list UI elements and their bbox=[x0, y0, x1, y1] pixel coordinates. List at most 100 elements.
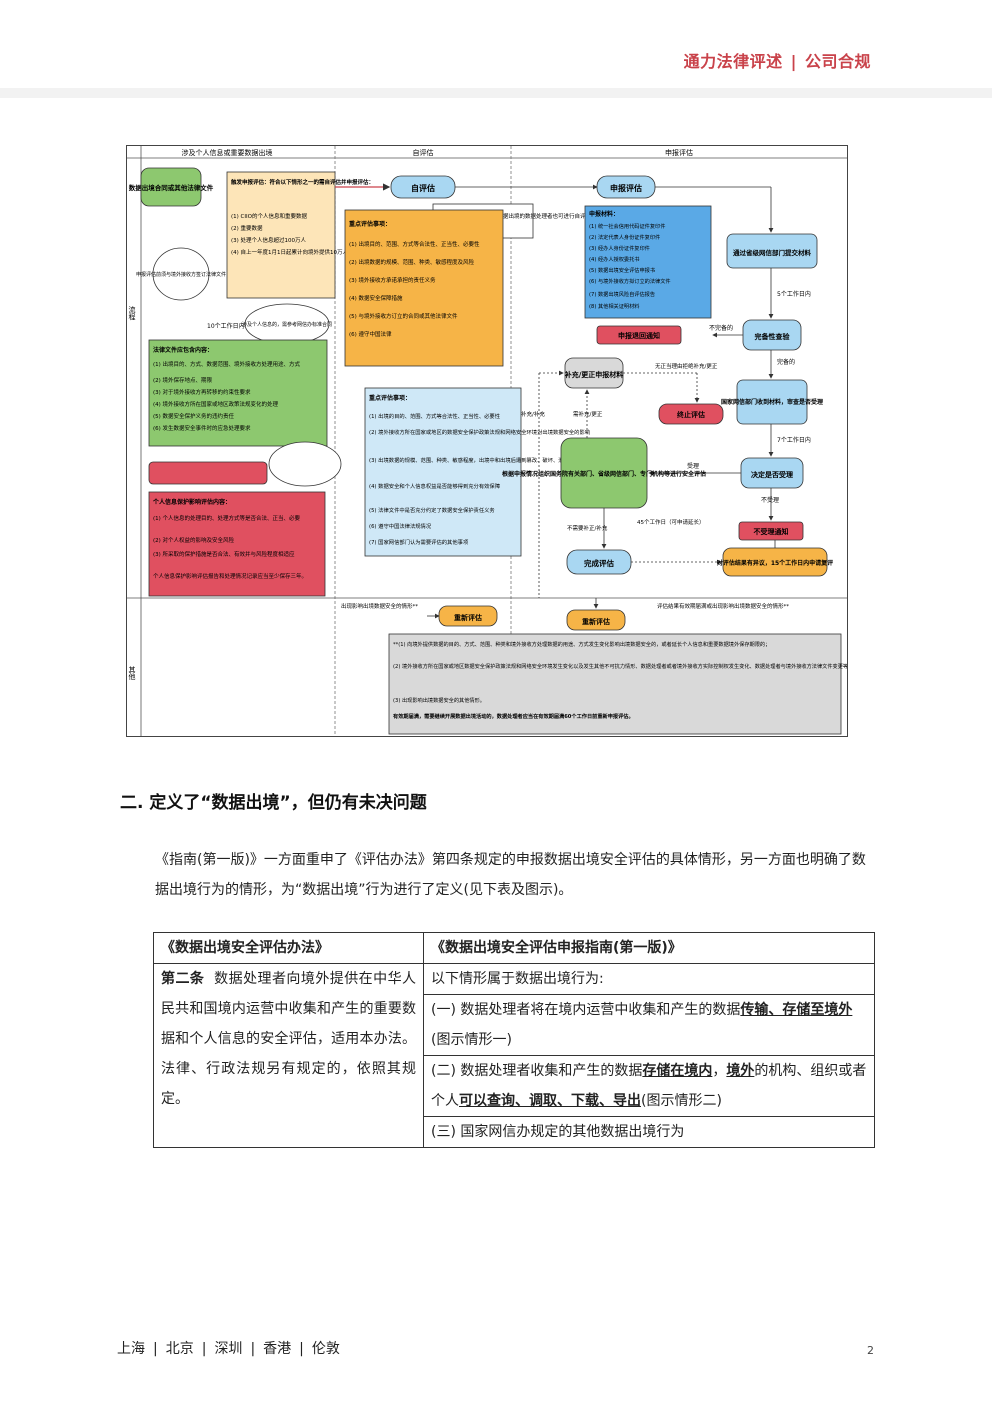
ten-days-label: 10个工作日内 bbox=[207, 322, 245, 330]
focus-box bbox=[344, 209, 504, 367]
return-notice-node bbox=[596, 325, 682, 345]
bubble-pia bbox=[268, 441, 342, 487]
second-eval-box bbox=[364, 387, 522, 557]
focus-item: (1) 出境目的、范围、方式等合法性、正当性、必要性 bbox=[349, 240, 480, 248]
supplement-label: 补充/更正申报材料 bbox=[564, 370, 624, 379]
return-notice-label: 申报退回通知 bbox=[618, 331, 660, 340]
footer-city: 香港 bbox=[263, 1341, 292, 1357]
materials-item: (4) 经办人授权委托书 bbox=[589, 255, 640, 263]
objection-label: 对评估结果有异议，15个工作日内申请复评 bbox=[717, 559, 833, 567]
pia-content-title: 个人信息保护影响评估内容： bbox=[152, 498, 231, 506]
pia-node bbox=[148, 461, 268, 485]
no-supplement-label: 不需要补正/补充 bbox=[567, 524, 608, 532]
terminate-node bbox=[658, 403, 724, 425]
bubble-left-text: 申报评估前须与境外接收方签订法律文件 bbox=[136, 271, 226, 278]
complete-yes-label: 完备的 bbox=[777, 358, 795, 366]
cac-node bbox=[736, 379, 808, 425]
second-eval-item: (6) 遵守中国法律法规情况 bbox=[369, 522, 432, 530]
pia-content-item: (1) 个人信息的处理目的、处理方式等是否合法、正当、必要 bbox=[153, 514, 301, 522]
right-cell: (二) 数据处理者收集和产生的数据存储在境内，境外的机构、组织或者个人可以查询、… bbox=[423, 1055, 875, 1117]
terminate-label: 终止评估 bbox=[677, 410, 705, 419]
trigger-item: (1) CIIO的个人信息和重要数据 bbox=[231, 212, 307, 220]
decide-label: 决定是否受理 bbox=[751, 470, 793, 479]
trigger-item: (2) 重要数据 bbox=[231, 224, 263, 232]
materials-title: 申报材料： bbox=[589, 210, 619, 218]
col-header-2: 自评估 bbox=[413, 148, 434, 157]
cell-emphasis: 存储在境内 bbox=[642, 1063, 713, 1079]
second-eval-item: (1) 出境的目的、范围、方式等合法性、正当性、必要性 bbox=[369, 412, 501, 420]
contract-content-item: (3) 对于境外接收方再转移的约束性要求 bbox=[153, 388, 251, 396]
cell-text: ， bbox=[712, 1063, 727, 1079]
contract-node bbox=[140, 167, 202, 207]
right-cell: (三) 国家网信办规定的其他数据出境行为 bbox=[423, 1116, 875, 1148]
not-accept-notice-label: 不受理通知 bbox=[754, 527, 789, 536]
materials-item: (8) 其他相关证明材料 bbox=[589, 302, 640, 310]
footer-city: 上海 bbox=[117, 1341, 145, 1357]
section-title: 二. 定义了“数据出境”，但仍有未决问题 bbox=[120, 793, 427, 813]
assess-label: 根据申报情况组织国务院有关部门、省级网信部门、专门机构等进行安全评估 bbox=[502, 470, 706, 478]
insufficient-label: 不完备的 bbox=[709, 324, 733, 332]
cell-emphasis: 境外 bbox=[726, 1063, 755, 1079]
footer-sep: | bbox=[153, 1341, 158, 1357]
done-label: 完成评估 bbox=[584, 558, 614, 568]
row-label-1: 流程 bbox=[128, 305, 136, 321]
fortyfive-days-label: 45个工作日（可申请延长） bbox=[637, 518, 705, 526]
second-eval-title: 重点评估事项： bbox=[369, 394, 411, 402]
bubble-left bbox=[152, 247, 210, 301]
reeval-left-note: 出现影响出境数据安全的情形** bbox=[341, 602, 418, 610]
materials-item: (7) 数据出境风险自评估报告 bbox=[589, 290, 655, 298]
contract-content-title: 法律文件应包含内容： bbox=[153, 346, 213, 354]
cac-label: 国家网信部门收到材料，审查是否受理 bbox=[721, 398, 823, 406]
flowchart-figure: 涉及个人信息或重要数据出境 自评估 申报评估 流程 其他 数据出境合同或其他法律… bbox=[126, 145, 900, 737]
header-band bbox=[0, 88, 992, 98]
materials-item: (3) 经办人身份证件复印件 bbox=[589, 244, 650, 252]
brand-separator: | bbox=[790, 52, 797, 71]
contract-content-item: (4) 境外接收方所在国家或地区政策法规变化的处理 bbox=[153, 400, 279, 408]
cell-emphasis: 可以查询、调取、下载、导出 bbox=[459, 1093, 641, 1109]
table-header-cell: 《数据出境安全评估办法》 bbox=[153, 932, 424, 964]
flowchart-svg: 涉及个人信息或重要数据出境 自评估 申报评估 流程 其他 数据出境合同或其他法律… bbox=[127, 146, 900, 736]
trigger-box bbox=[226, 171, 336, 299]
pia-content-item: (3) 所采取的保护措施是否合法、有效并与风险程度相适应 bbox=[153, 550, 295, 558]
trigger-title: 触发申报评估：符合以下情形之一的需自评估并申报评估： bbox=[231, 178, 374, 186]
provincial-node bbox=[726, 233, 818, 269]
bubble-mid-text: 涉及个人信息的，需参考网信办标准合同 bbox=[242, 321, 332, 328]
focus-item: (6) 遵守中国法律 bbox=[349, 330, 392, 338]
footer-sep: | bbox=[201, 1341, 207, 1357]
contract-content-item: (1) 出境目的、方式、数据范围、境外接收方处理用途、方式 bbox=[153, 360, 301, 368]
reeval-right-note: 评估结果有效期届满或出现影响出境数据安全的情形** bbox=[657, 602, 789, 610]
left-article-cell: 第二条 数据处理者向境外提供在中华人民共和国境内运营中收集和产生的重要数据和个人… bbox=[153, 963, 424, 1148]
footnote-line: 有效期届满，需要继续开展数据出境活动的，数据处理者应当在有效期届满60个工作日前… bbox=[393, 712, 634, 720]
cell-text: (二) 数据处理者收集和产生的数据 bbox=[431, 1063, 643, 1079]
col-header-1: 涉及个人信息或重要数据出境 bbox=[182, 148, 273, 157]
contract-content-item: (2) 境外保存地点、期限 bbox=[153, 376, 213, 384]
provincial-label: 通过省级网信部门提交材料 bbox=[733, 248, 812, 257]
brand-header: 通力法律评述|公司合规 bbox=[684, 48, 871, 72]
focus-item: (4) 数据安全保障措施 bbox=[349, 294, 403, 302]
focus-item: (2) 出境数据的规模、范围、种类、敏感程度及风险 bbox=[349, 258, 475, 266]
contract-node-label: 数据出境合同或其他法律文件 bbox=[129, 183, 214, 192]
need-supplement-label: 需补充/更正 bbox=[573, 410, 603, 418]
reeval-left-label: 重新评估 bbox=[454, 613, 482, 622]
supplement-edge-label: 补充/补充 bbox=[521, 410, 545, 418]
footer-city: 北京 bbox=[165, 1341, 194, 1357]
contract-content-item: (5) 数据安全保护义务的违约责任 bbox=[153, 412, 235, 420]
pia-content-box bbox=[148, 491, 326, 597]
second-eval-item: (5) 法律文件中是否充分约定了数据安全保护责任义务 bbox=[369, 506, 495, 514]
footnote-line: **(1) 向境外提供数据的目的、方式、范围、种类和境外接收方处理数据的用途、方… bbox=[393, 640, 770, 648]
trigger-item: (3) 处理个人信息超过100万人 bbox=[231, 236, 307, 244]
right-cell: (一) 数据处理者将在境内运营中收集和产生的数据传输、存储至境外 (图示情形一) bbox=[423, 994, 875, 1056]
declare-label: 申报评估 bbox=[610, 183, 642, 193]
reeval-right-node bbox=[566, 609, 626, 631]
second-eval-item: (2) 境外接收方所在国家或地区的数据安全保护政策法规和网络安全环境对出境数据安… bbox=[369, 428, 590, 436]
materials-item: (5) 数据出境安全评估申报书 bbox=[589, 266, 655, 274]
materials-item: (2) 法定代表人身份证件复印件 bbox=[589, 233, 660, 241]
footer-cities: 上海|北京|深圳|香港|伦敦 bbox=[117, 1338, 340, 1358]
table-header-row: 《数据出境安全评估办法》 《数据出境安全评估申报指南(第一版)》 bbox=[153, 932, 875, 964]
materials-item: (6) 与境外接收方拟订立的法律文件 bbox=[589, 277, 671, 285]
cell-text: (图示情形二) bbox=[641, 1093, 722, 1109]
col-header-3: 申报评估 bbox=[665, 148, 693, 157]
pia-content-item: 个人信息保护影响评估报告和处理情况记录应当至少保存三年。 bbox=[153, 572, 307, 580]
seven-days-label: 7个工作日内 bbox=[777, 436, 811, 444]
right-cell: 以下情形属于数据出境行为: bbox=[423, 963, 875, 995]
